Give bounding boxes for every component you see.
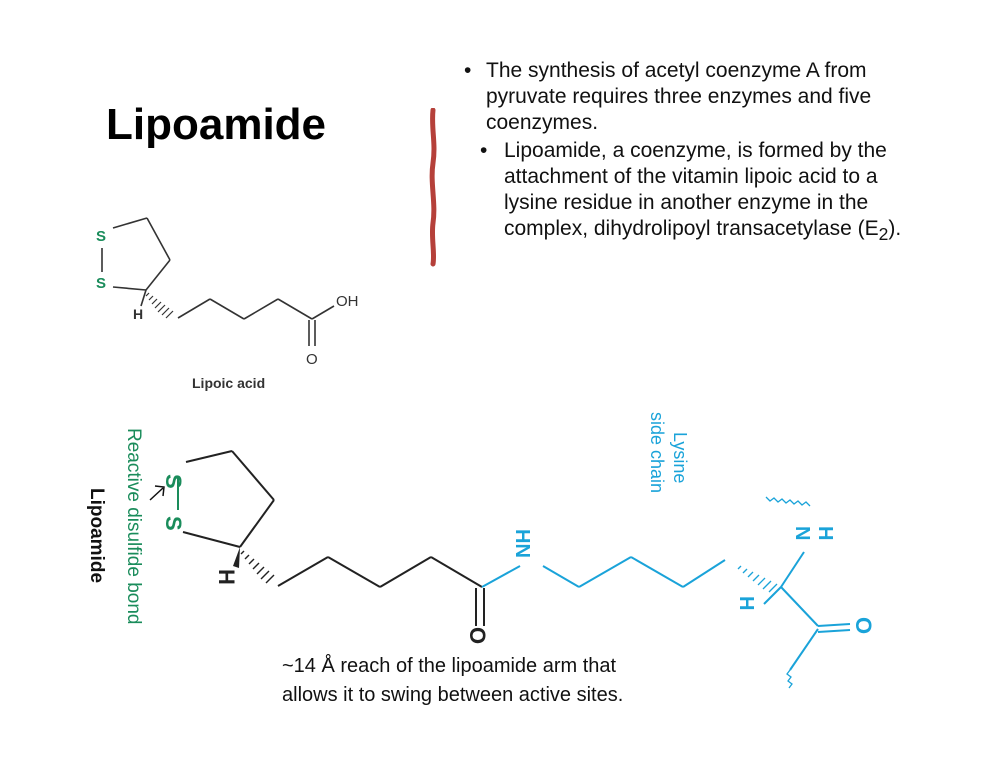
sub-bullet-item: • Lipoamide, a coenzyme, is formed by th… (464, 138, 934, 247)
hydrogen-label: H (214, 569, 239, 585)
disulfide-bond-label: Reactive disulfide bond (123, 428, 144, 624)
bullet-marker: • (480, 139, 488, 162)
subscript-2: 2 (878, 224, 889, 245)
bullet-text: The synthesis of acetyl coenzyme A from … (486, 59, 872, 134)
sulfur-label: S (96, 228, 106, 245)
lysine-label-line2: side chain (647, 412, 667, 493)
sulfur-label: S (161, 516, 186, 531)
amide-nh-label: HN (511, 529, 533, 558)
oxygen-label: O (465, 627, 490, 644)
lipoamide-label: Lipoamide (86, 488, 107, 583)
sub-bullet-text: Lipoamide, a coenzyme, is formed by the … (504, 139, 902, 245)
oxygen-label: O (306, 351, 318, 368)
bullet-marker: • (464, 59, 472, 82)
carbonyl-oxygen-label: O (851, 617, 876, 634)
hydrogen-label: H (133, 306, 143, 322)
bullet-item: • The synthesis of acetyl coenzyme A fro… (464, 58, 934, 136)
alpha-hydrogen-label: H (735, 596, 757, 610)
caption-line: allows it to swing between active sites. (282, 684, 624, 706)
sulfur-label: S (161, 474, 186, 489)
sulfur-label: S (96, 275, 106, 292)
amine-h-label: H (814, 526, 836, 540)
hydroxyl-label: OH (336, 293, 359, 310)
caption-line: ~14 Å reach of the lipoamide arm that (282, 655, 617, 677)
divider-line (429, 108, 437, 267)
caption: ~14 Å reach of the lipoamide arm that al… (282, 652, 623, 710)
lysine-label-line1: Lysine (670, 432, 690, 483)
slide-title: Lipoamide (106, 100, 327, 149)
amine-n-label: N (791, 526, 813, 540)
bullet-list: • The synthesis of acetyl coenzyme A fro… (464, 58, 934, 247)
lipoic-acid-label: Lipoic acid (192, 375, 265, 391)
